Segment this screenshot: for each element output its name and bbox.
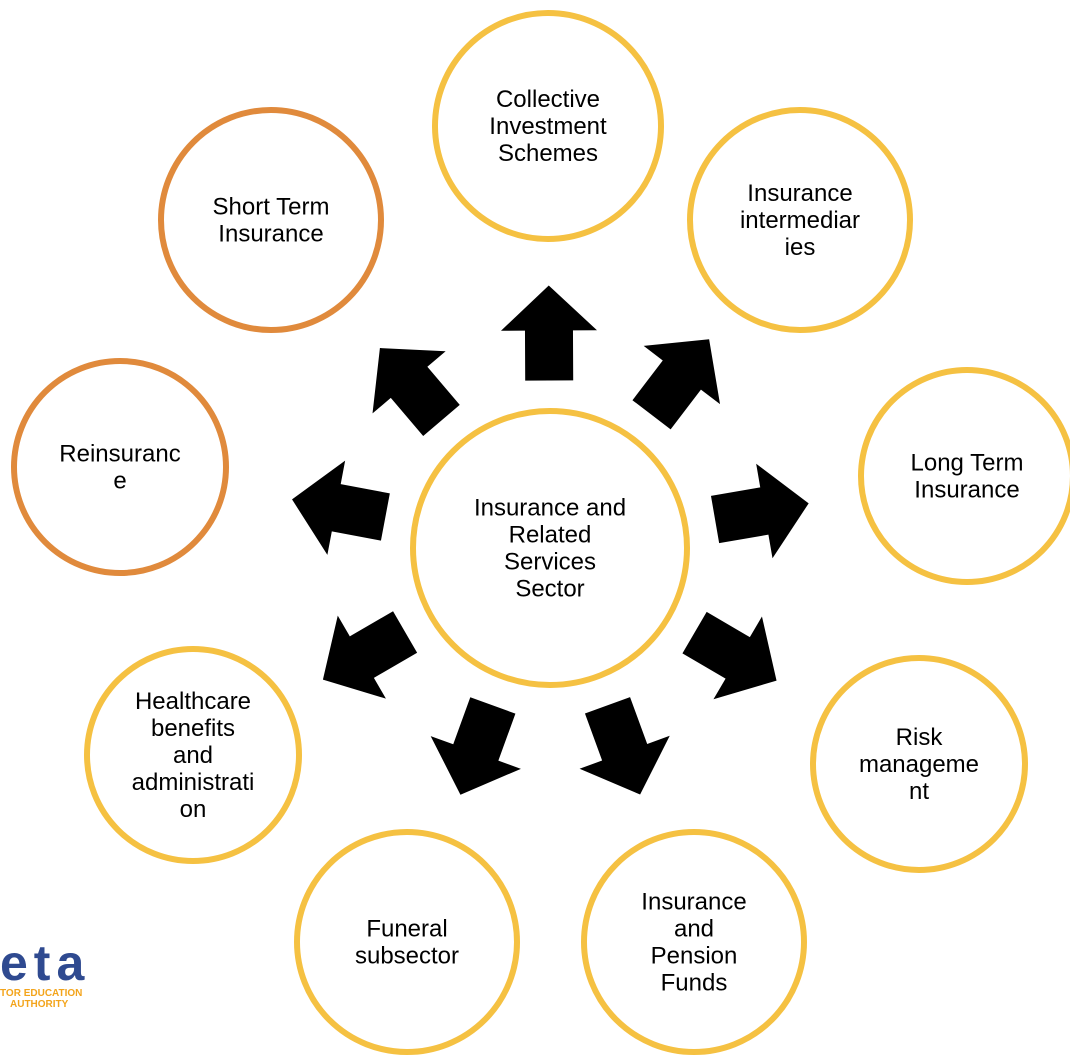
node-label-line: Reinsuranc <box>59 441 180 468</box>
node-label-line: and <box>674 916 714 943</box>
node-circle <box>11 358 229 576</box>
node-label-line: Collective <box>496 86 600 113</box>
node-circle <box>581 829 807 1055</box>
node-label-line: and <box>173 742 213 769</box>
arrow-to-collective-investment-schemes <box>500 285 597 381</box>
node-label-line: Insurance and <box>474 495 626 522</box>
arrow-to-risk-management <box>682 611 777 700</box>
arrow-to-reinsurance <box>292 460 390 555</box>
node-circle <box>294 829 520 1055</box>
node-circle <box>158 107 384 333</box>
arrow-to-insurance-and-pension-funds <box>579 697 670 795</box>
logo-tagline-line1: TOR EDUCATION <box>0 988 83 999</box>
seta-logo: eta TOR EDUCATION AUTHORITY <box>0 938 140 1010</box>
logo-letters: eta <box>0 935 91 991</box>
node-label-line: Short Term <box>213 194 330 221</box>
node-label-line: Sector <box>515 576 584 603</box>
logo-tagline-line2: AUTHORITY <box>10 999 69 1010</box>
node-label-line: Insurance <box>218 221 323 248</box>
arrow-to-healthcare-benefits <box>322 611 418 699</box>
circles-layer: CollectiveInvestmentSchemesInsuranceinte… <box>11 10 1070 1055</box>
node-label-line: subsector <box>355 943 459 970</box>
node-label-line: manageme <box>859 751 979 778</box>
node-label-line: Insurance <box>914 477 1019 504</box>
node-label-line: Funeral <box>366 916 447 943</box>
node-label-line: Investment <box>489 113 607 140</box>
node-circle <box>810 655 1028 873</box>
node-label-line: Schemes <box>498 140 598 167</box>
node-circle <box>858 367 1070 585</box>
node-label-line: on <box>180 796 207 823</box>
node-label-line: Funds <box>661 970 728 997</box>
node-label-line: Insurance <box>641 889 746 916</box>
node-label-line: nt <box>909 778 929 805</box>
node-circle <box>687 107 913 333</box>
node-label-line: Risk <box>896 724 944 751</box>
arrows-layer <box>292 285 809 795</box>
node-circle <box>84 646 302 864</box>
node-label-line: e <box>113 468 126 495</box>
arrow-to-short-term-insurance <box>372 348 460 436</box>
arrow-to-insurance-intermediaries <box>632 339 721 430</box>
node-label-line: Insurance <box>747 180 852 207</box>
node-label-line: intermediar <box>740 207 860 234</box>
node-label-line: benefits <box>151 715 235 742</box>
node-circle <box>432 10 664 242</box>
node-label-line: ies <box>785 234 816 261</box>
node-label-line: Long Term <box>911 450 1024 477</box>
node-label-line: Services <box>504 549 596 576</box>
node-label-line: Related <box>509 522 592 549</box>
arrow-to-long-term-insurance <box>710 463 809 559</box>
arrow-to-funeral-subsector <box>430 697 521 795</box>
node-label-line: Healthcare <box>135 688 251 715</box>
node-label-line: Pension <box>651 943 738 970</box>
node-circle <box>410 408 690 688</box>
node-label-line: administrati <box>132 769 255 796</box>
